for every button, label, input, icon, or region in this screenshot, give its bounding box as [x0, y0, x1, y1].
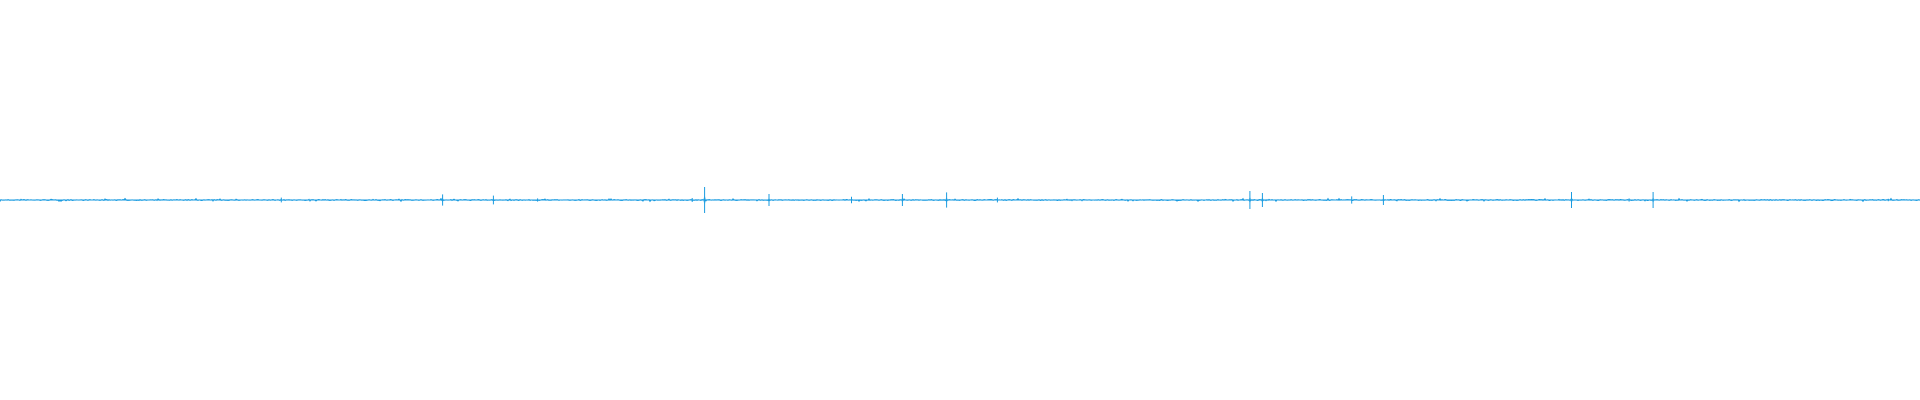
waveform-spike-body — [1248, 196, 1252, 204]
waveform-spike-body — [900, 197, 904, 203]
waveform-spike-body — [1651, 197, 1655, 203]
waveform-spike-body — [1260, 197, 1264, 203]
waveform-spike-body — [491, 198, 496, 202]
waveform-spike-body — [440, 198, 445, 202]
waveform-spike-body — [1569, 197, 1574, 203]
waveform-spike-body — [1381, 198, 1385, 202]
waveform-spike-body — [767, 197, 771, 203]
waveform-spike-body — [703, 195, 707, 205]
waveform-spike-body — [944, 197, 949, 203]
waveform-spikes — [280, 187, 1889, 213]
waveform-noise-trace — [0, 197, 1920, 203]
